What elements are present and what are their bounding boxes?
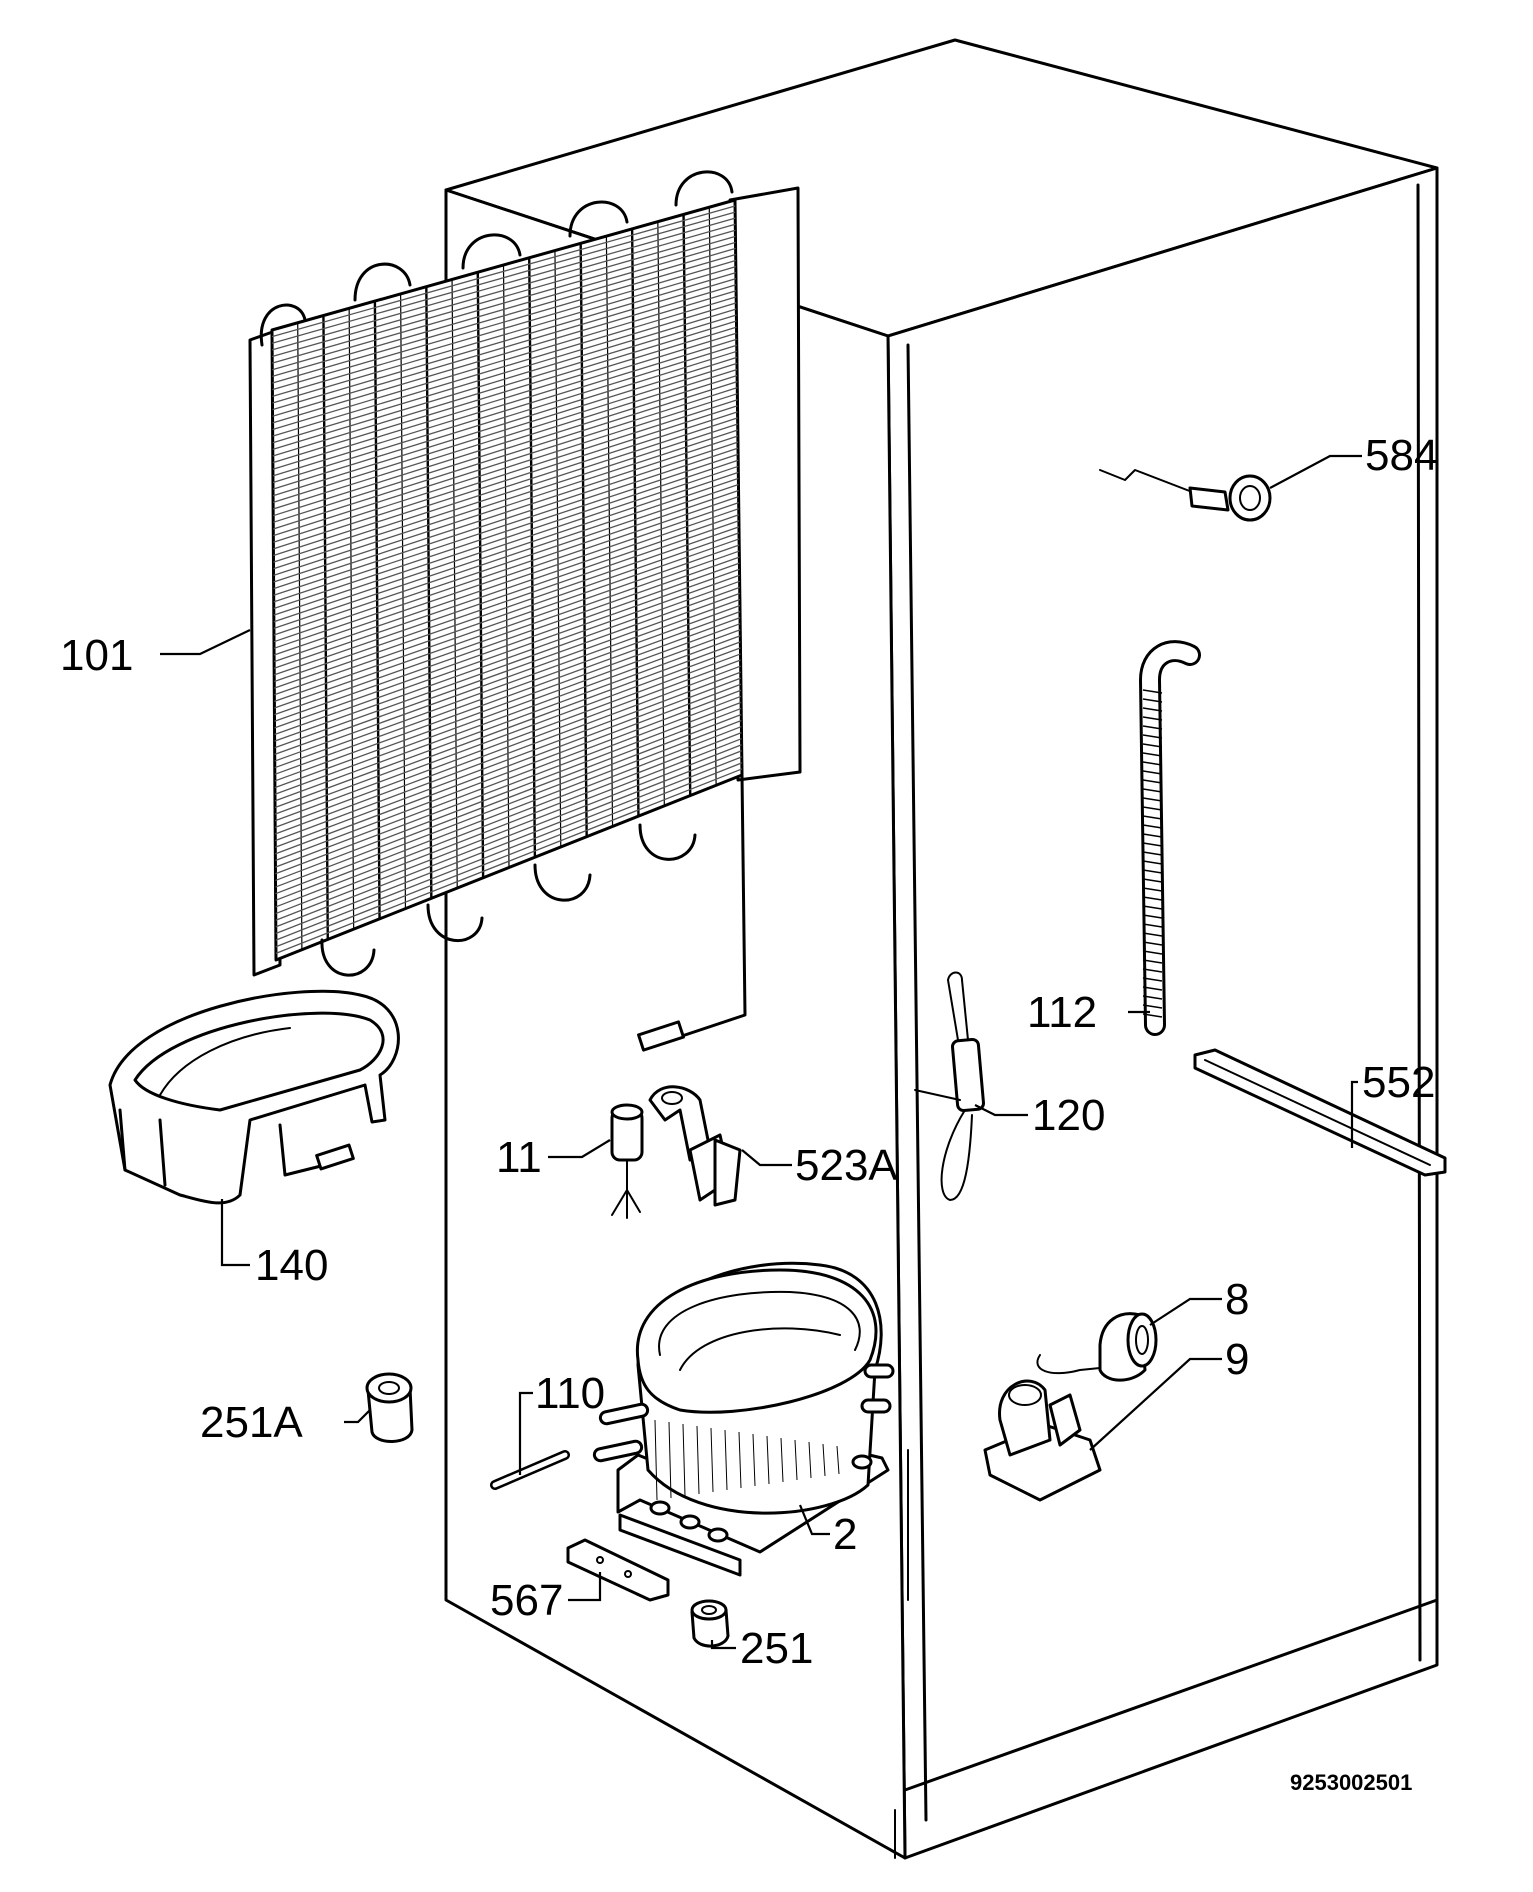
drip-tray	[108, 989, 400, 1205]
callout-120: 120	[1032, 1091, 1105, 1140]
temperature-probe	[914, 971, 986, 1201]
tube-ribs	[1142, 689, 1163, 1018]
compressor	[592, 1261, 895, 1577]
condenser-wire-grid	[270, 199, 744, 961]
callout-101: 101	[60, 631, 133, 680]
relay-component	[610, 1103, 644, 1219]
door-strip	[1193, 1048, 1447, 1177]
callout-2: 2	[833, 1510, 857, 1559]
callout-251a: 251A	[200, 1398, 303, 1447]
corrugated-tube	[1138, 640, 1201, 1036]
callout-552: 552	[1362, 1058, 1435, 1107]
compressor-shading	[654, 1419, 840, 1501]
callout-251: 251	[740, 1624, 813, 1673]
mounting-plate	[566, 1538, 670, 1602]
callout-8: 8	[1225, 1275, 1249, 1324]
condenser-coil	[248, 170, 802, 1052]
callout-567: 567	[490, 1576, 563, 1625]
callout-labels: 584 101 112 552 120 11 523A 140 8 9 110 …	[60, 431, 1438, 1795]
capillary-tube-segment	[490, 1450, 570, 1490]
door-switch-sensor	[1099, 469, 1272, 522]
callout-523a: 523A	[795, 1141, 898, 1190]
leader-lines	[160, 454, 1362, 1650]
callout-11: 11	[496, 1133, 542, 1182]
callout-112: 112	[1027, 988, 1097, 1037]
callout-584: 584	[1365, 431, 1438, 480]
rubber-foot-251	[690, 1599, 730, 1648]
rubber-grommet-251a	[365, 1372, 414, 1443]
document-number: 9253002501	[1290, 1770, 1412, 1795]
callout-110: 110	[535, 1369, 605, 1418]
callout-140: 140	[255, 1241, 328, 1290]
mounting-bracket	[648, 1085, 742, 1207]
start-relay	[983, 1379, 1102, 1502]
callout-9: 9	[1225, 1335, 1249, 1384]
thermal-protector	[1036, 1312, 1158, 1382]
